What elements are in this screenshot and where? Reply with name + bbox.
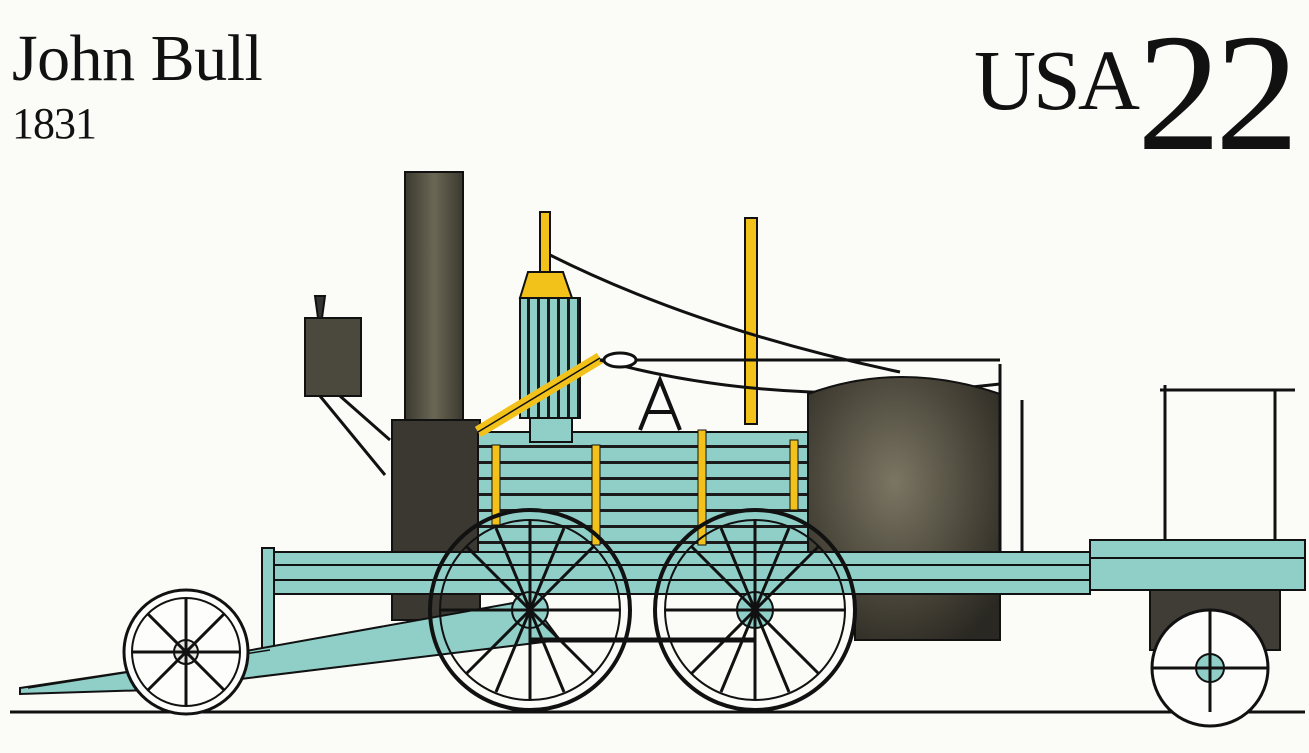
tender-car xyxy=(1089,385,1306,728)
denomination-value: 22 xyxy=(1137,0,1299,186)
locomotive-name: John Bull xyxy=(12,22,263,95)
safety-valve xyxy=(744,217,758,425)
boiler xyxy=(477,431,819,553)
pilot-wheel xyxy=(122,588,250,716)
tension-rods xyxy=(549,253,1001,395)
denomination-block: USA22 xyxy=(973,8,1299,178)
country-label: USA xyxy=(973,32,1140,128)
driving-wheel-rear xyxy=(653,508,857,712)
headlamp xyxy=(304,295,391,476)
water-barrel xyxy=(807,364,1024,641)
driving-wheel-front xyxy=(428,508,632,712)
locomotive-year: 1831 xyxy=(12,99,97,148)
boiler-bands xyxy=(491,429,799,546)
pilot-beam xyxy=(19,598,562,696)
title-block: John Bull 1831 xyxy=(12,22,263,152)
frame-beam xyxy=(261,547,1091,669)
a-frame xyxy=(638,374,682,431)
